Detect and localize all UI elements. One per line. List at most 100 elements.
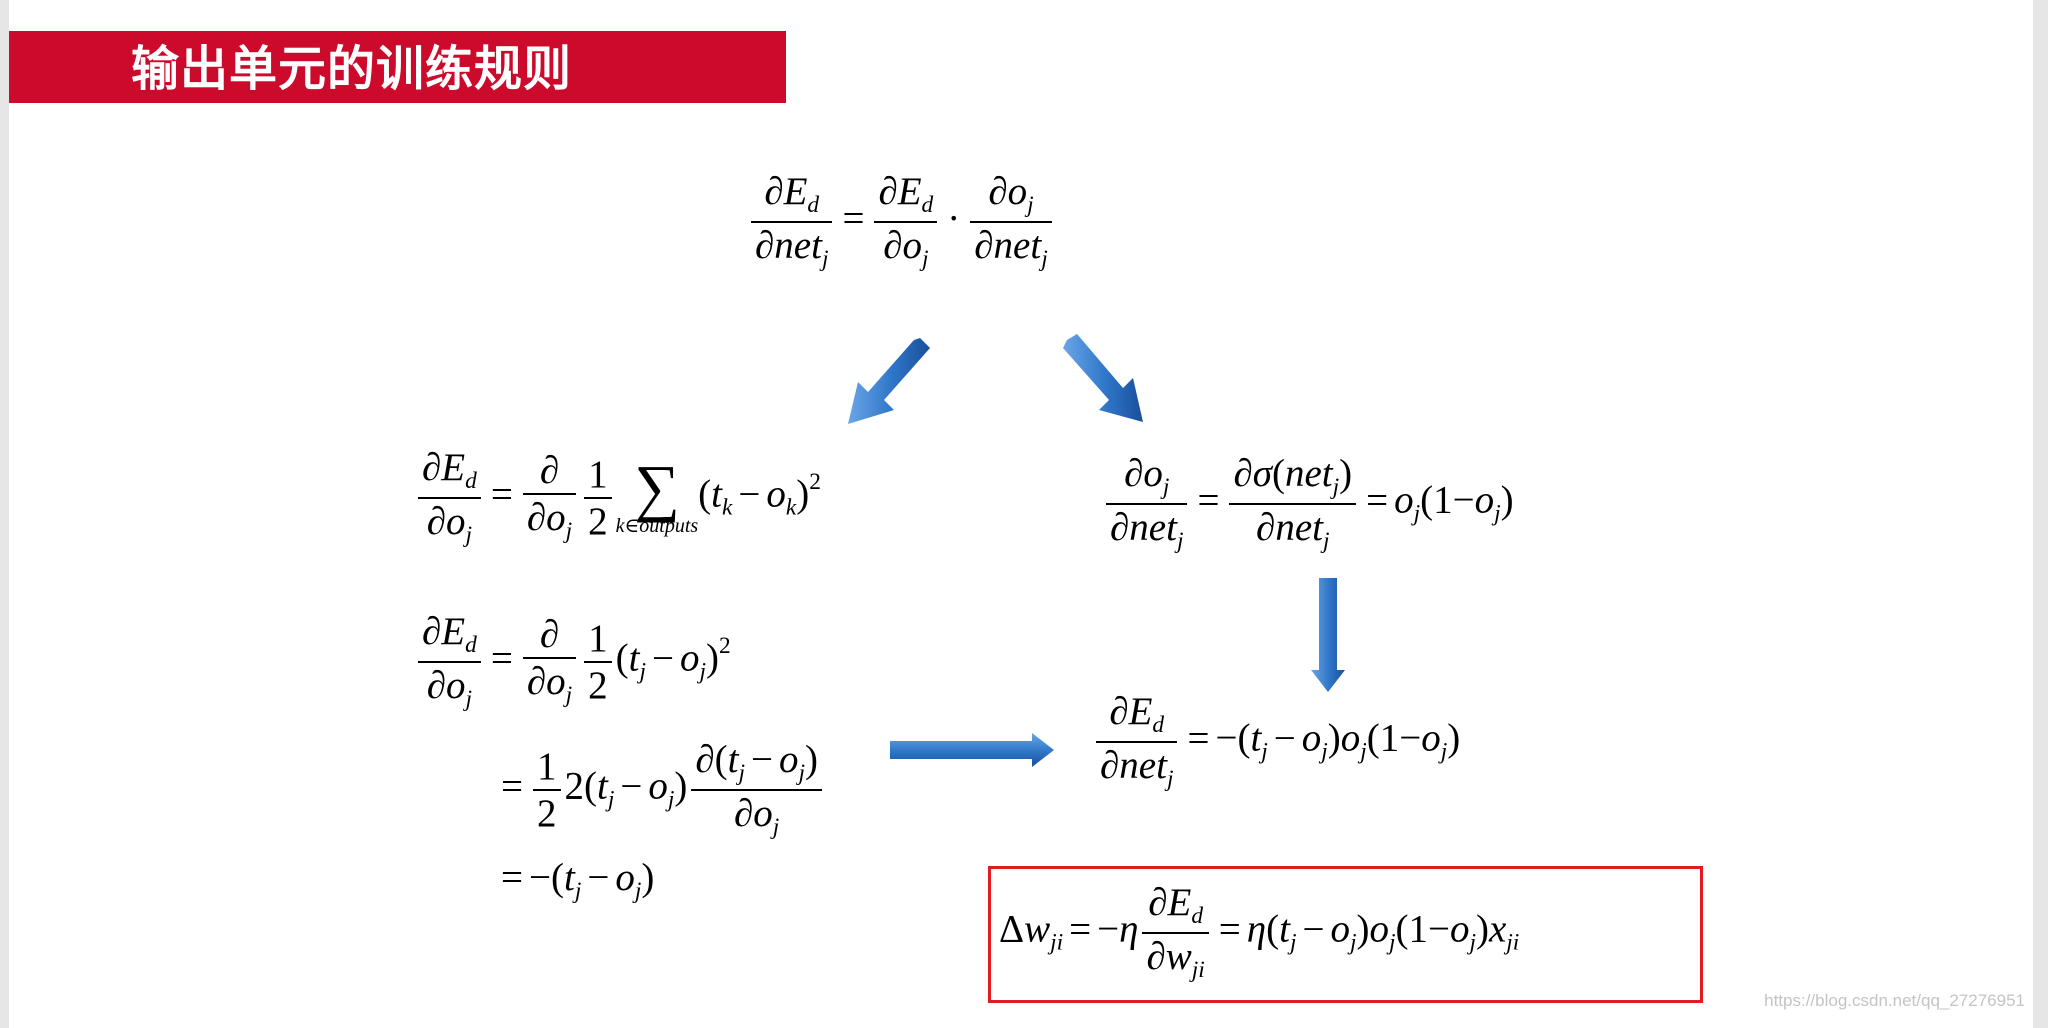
math-token: − bbox=[587, 856, 610, 899]
math-token: 2 bbox=[809, 469, 821, 495]
math-token: 2 bbox=[588, 499, 608, 543]
math-token: E bbox=[441, 610, 466, 653]
math-token: ∂ bbox=[1233, 452, 1253, 495]
summation: ∑ k∈outputs bbox=[615, 451, 699, 538]
math-token: j bbox=[1176, 527, 1184, 554]
fraction: ∂Ed ∂netj bbox=[751, 172, 833, 271]
math-token: o bbox=[679, 636, 700, 680]
math-token: = bbox=[842, 196, 865, 240]
fraction: ∂oj ∂netj bbox=[970, 170, 1052, 272]
math-token: = bbox=[490, 472, 513, 516]
math-token: j bbox=[565, 682, 573, 709]
math-token: 2 bbox=[537, 791, 557, 835]
math-token: ∂ bbox=[422, 610, 442, 653]
math-token: σ bbox=[1252, 452, 1272, 495]
fraction: ∂Ed ∂oj bbox=[874, 170, 938, 271]
math-token: o bbox=[778, 738, 799, 781]
math-token: j bbox=[1289, 929, 1297, 956]
math-token: ∂ bbox=[1110, 505, 1130, 549]
math-token: ∂ bbox=[1100, 743, 1120, 787]
math-token: net bbox=[774, 223, 822, 267]
math-token: ∂oj bbox=[1106, 452, 1188, 505]
math-token: o bbox=[902, 223, 922, 267]
math-token: j bbox=[1162, 474, 1170, 501]
math-token: t bbox=[727, 738, 739, 781]
math-token: j bbox=[1321, 738, 1328, 765]
math-token: j bbox=[1166, 765, 1174, 792]
math-token: ) bbox=[1327, 716, 1341, 760]
math-token: t bbox=[564, 856, 575, 899]
math-token: ∂oj bbox=[691, 791, 822, 840]
math-token: j bbox=[738, 760, 745, 787]
math-token: j bbox=[667, 786, 675, 813]
math-token: ∂netj bbox=[970, 223, 1051, 272]
math-token: w bbox=[1165, 934, 1192, 978]
math-token: j bbox=[1027, 192, 1034, 219]
math-token: j bbox=[1041, 245, 1048, 272]
math-token: − bbox=[1302, 907, 1325, 951]
math-token: ∂ bbox=[883, 223, 903, 267]
math-token: 1 2 bbox=[584, 455, 612, 541]
math-token: ∂oj bbox=[418, 663, 481, 712]
math-token: ) bbox=[1475, 907, 1489, 951]
math-token: · bbox=[947, 196, 961, 240]
arrow-down-icon bbox=[1311, 578, 1345, 692]
math-token: net bbox=[1129, 505, 1177, 549]
weight-update-box bbox=[988, 866, 1703, 1003]
math-token: ( bbox=[1395, 907, 1409, 951]
math-token: ∂netj bbox=[1229, 505, 1356, 554]
math-token: o bbox=[1340, 716, 1361, 760]
math-token: o bbox=[1143, 452, 1163, 495]
math-token: ( bbox=[1366, 716, 1380, 760]
math-token: j bbox=[607, 786, 615, 813]
math-token: ∂ bbox=[426, 663, 447, 707]
math-token: ∂Ed ∂wji bbox=[1142, 883, 1209, 982]
math-token: w bbox=[1024, 907, 1051, 951]
math-token: ∂oj bbox=[970, 170, 1052, 223]
math-token: j bbox=[565, 518, 573, 545]
math-token: ) bbox=[1500, 478, 1514, 522]
math-token: t bbox=[628, 636, 640, 680]
math-token: Δ bbox=[999, 907, 1025, 951]
math-token: j bbox=[1469, 929, 1476, 956]
math-token: − bbox=[750, 738, 773, 781]
math-token: j bbox=[634, 878, 642, 905]
math-token: ∑ bbox=[634, 451, 680, 523]
math-token: ( bbox=[1420, 478, 1434, 522]
math-token: ) bbox=[641, 856, 655, 899]
math-token: j bbox=[1413, 500, 1421, 527]
math-token: d bbox=[465, 632, 477, 659]
math-token: o bbox=[546, 496, 566, 540]
math-token: d bbox=[807, 192, 820, 219]
math-token: k∈outputs bbox=[615, 515, 699, 538]
sigmoid-derivative-equation: ∂oj ∂netj = ∂σ(netj) ∂netj =oj(1−oj) bbox=[1102, 454, 1514, 553]
math-token: j bbox=[1494, 500, 1501, 527]
math-token: t bbox=[711, 472, 723, 516]
math-token: ∂ bbox=[988, 170, 1008, 213]
math-token: = bbox=[1187, 716, 1210, 760]
math-token: = bbox=[1069, 907, 1092, 951]
math-token: ∂(tj−oj) ∂oj bbox=[691, 740, 822, 839]
watermark: https://blog.csdn.net/qq_27276951 bbox=[1764, 991, 2025, 1010]
math-token: ∂Ed ∂oj bbox=[418, 448, 481, 547]
math-token: j bbox=[1322, 527, 1330, 554]
math-token: E bbox=[1128, 690, 1153, 733]
math-token: t bbox=[1250, 716, 1262, 760]
math-token: j bbox=[1388, 929, 1396, 956]
math-token: ∂ bbox=[878, 170, 898, 213]
math-token: d bbox=[1152, 712, 1165, 739]
math-token: ) bbox=[674, 764, 688, 808]
math-token: o bbox=[1474, 478, 1495, 522]
math-token: ∂Ed bbox=[1096, 690, 1178, 743]
math-token: ∂ bbox=[522, 615, 577, 660]
math-token: ∂oj bbox=[418, 499, 481, 548]
math-token: j bbox=[798, 760, 805, 787]
math-token: ji bbox=[1506, 929, 1520, 956]
math-token: ∂Ed bbox=[874, 170, 938, 223]
math-token: ∂ bbox=[1146, 934, 1166, 978]
math-token: ∂Ed bbox=[1142, 883, 1209, 934]
math-token: − bbox=[651, 636, 674, 680]
math-token: o bbox=[1369, 907, 1389, 951]
math-token: ( bbox=[551, 856, 564, 899]
math-token: ∂Ed ∂oj bbox=[418, 612, 481, 711]
